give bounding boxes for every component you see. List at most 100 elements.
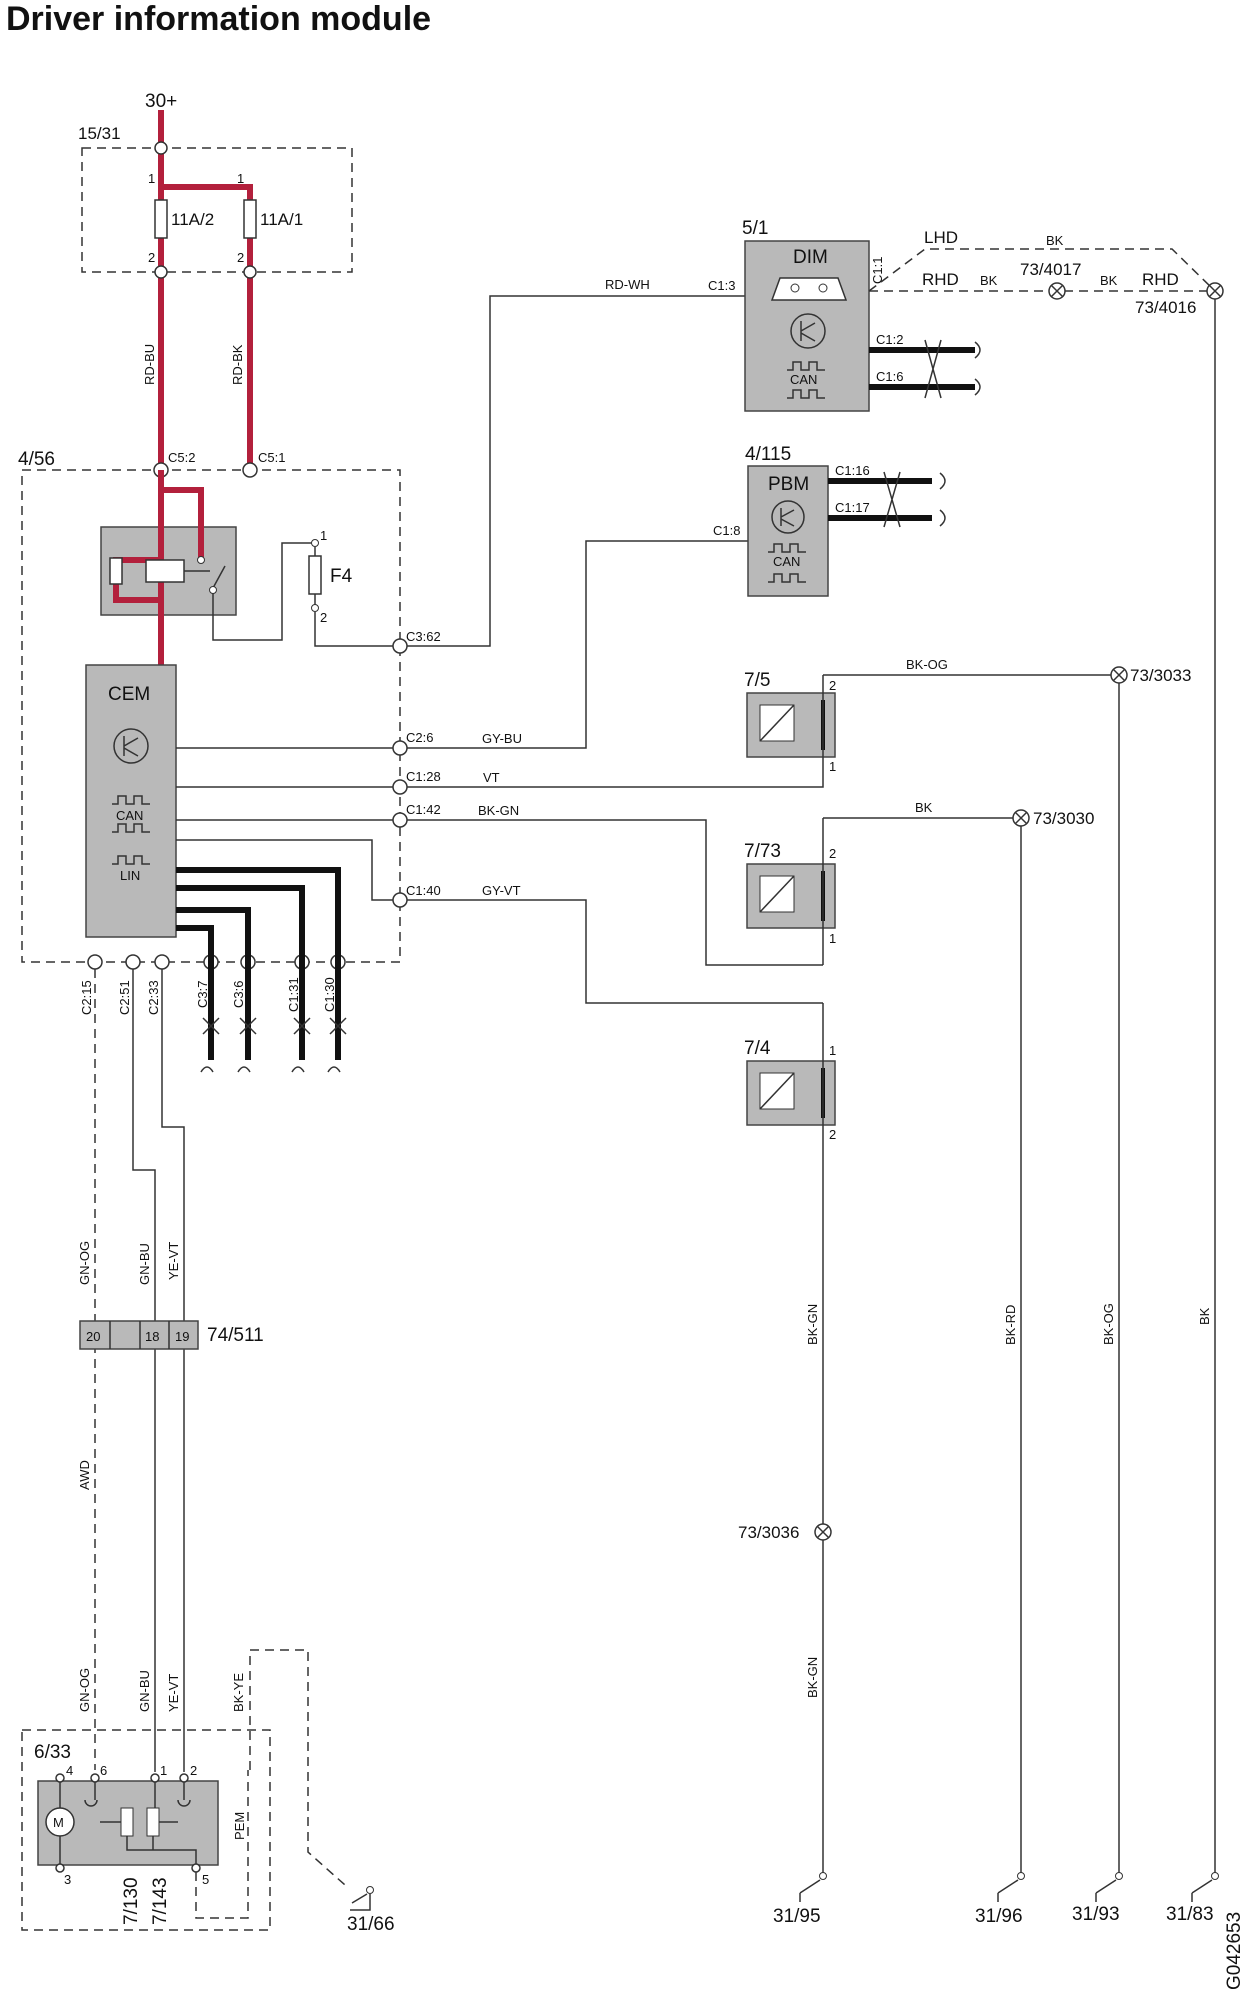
terminal [150,1773,160,1783]
pin-label: 2 [829,678,836,693]
cem-name: CEM [108,684,150,705]
wire-relay-f4 [212,542,315,641]
can-waveform-icon [112,823,150,833]
connector-block-74-511: 20 18 19 74/511 [79,1320,264,1350]
can-waveform-icon [768,573,806,583]
wire-label-rhd: RHD [1142,270,1179,289]
terminal-c5-1 [242,462,258,478]
connector-label: C3:6 [231,981,246,1008]
pin-label: 2 [148,250,155,265]
wire-label-vt: VT [483,770,500,785]
wire-bk-gn-7-73 [407,819,823,966]
wire-rd-bk-supply [161,184,253,470]
can-wire-c1-30 [176,867,341,1060]
terminal-c2-6 [392,740,408,756]
wire-label-gy-bu: GY-BU [482,731,522,746]
wire-label-rhd: RHD [922,270,959,289]
f4-contact [311,539,319,547]
terminal-c1-42 [392,812,408,828]
pin-label: 1 [829,759,836,774]
connector-label: C5:1 [258,450,285,465]
terminal [55,1863,65,1873]
relay-switch [212,565,226,589]
can-wire-c3-7 [176,925,214,1060]
pin-label: 1 [160,1763,167,1778]
can-waveform-icon [787,389,825,399]
cable-break-icon [200,1066,341,1073]
sensor-icon-diagonal [759,1072,795,1110]
terminal-c1-28 [392,779,408,795]
terminal-c2-51 [125,954,141,970]
connector-label: C1:3 [708,278,735,293]
figure-id: G042653 [1224,1912,1245,1990]
hall-sensor-icon [120,1807,134,1837]
splice-cross [1050,284,1064,298]
relay-contact [197,556,205,564]
wire-label-gy-vt: GY-VT [482,883,521,898]
ground-label: 31/96 [975,1906,1023,1927]
fuse-f4 [308,555,322,595]
splice-cross [1208,284,1222,298]
gauge-icon [818,283,828,293]
supply-label: 30+ [145,91,177,112]
pin-label: 5 [202,1872,209,1887]
connector-label: C5:2 [168,450,195,465]
splice-label: 73/3033 [1130,666,1191,685]
pin-label: 19 [175,1329,189,1344]
pem-section: 6/33 PEM 4 6 1 2 3 5 M 7/130 [21,1729,271,1931]
supply-section: 30+ 15/31 11A/2 11A/1 1 1 2 2 RD-BU RD-B… [78,91,353,470]
connector-label: C3:7 [195,981,210,1008]
pin-label: 1 [829,931,836,946]
wire-label-gn-og: GN-OG [77,1668,92,1712]
pem-part-label: 7/143 [150,1877,171,1925]
connector-label: C1:40 [406,883,441,898]
sensor-7-73: BK-GN 7/73 2 1 BK 73/3030 [407,800,1094,966]
gauge-icon [790,283,800,293]
pbm-can-label: CAN [773,554,800,569]
wire-label-bk-og: BK-OG [906,657,948,672]
connector-label: C2:33 [146,980,161,1015]
wire-label-bk-gn: BK-GN [805,1304,820,1345]
wire-label-rd-bu: RD-BU [142,344,157,385]
connector-label: C1:6 [876,369,903,384]
terminal [243,265,257,279]
splice-label: 73/3030 [1033,809,1094,828]
wire-label-bk-gn: BK-GN [478,803,519,818]
terminal [55,1773,65,1783]
fusebox-outline [81,147,353,273]
pem-part-label: 7/130 [121,1877,142,1925]
wire-label-lhd: LHD [924,228,958,247]
relay-coil [145,559,185,583]
terminal [90,1773,100,1783]
splice-cross [1014,811,1028,825]
cem-module-label: 4/56 [18,449,55,470]
connector-label: C1:16 [835,463,870,478]
cem-can-label: CAN [116,808,143,823]
terminal [154,141,168,155]
pem-internal-wiring [84,1782,197,1864]
wire-ye-vt [161,969,185,1772]
fuse-f4-label: F4 [330,566,353,587]
pbm-box [747,465,829,597]
pin-label: 3 [64,1872,71,1887]
ground-label: 31/66 [347,1914,395,1935]
pin-label: 6 [100,1763,107,1778]
fuse-b-label: 11A/1 [260,210,303,229]
cem-section: 4/56 C5:2 C5:1 F4 1 2 [18,449,441,1073]
dim-module-label: 5/1 [742,218,768,239]
twisted-pair-icon [202,1017,220,1035]
sensor-7-5: 7/5 2 1 BK-OG VT 73/3033 [407,657,1191,788]
pin-label: 1 [237,171,244,186]
connector-label: C1:42 [406,802,441,817]
connector-block-label: 74/511 [207,1325,264,1346]
pin-label: 2 [829,846,836,861]
dim-section: 5/1 DIM CAN C1:3 C1:1 C1:2 C1:6 LHD BK R… [708,218,1224,412]
sensor-7-4: GY-VT 7/4 1 2 BK-GN 73/3036 BK-GN [407,883,836,1876]
connector-label: C1:30 [322,977,337,1012]
pin-label: 2 [829,1127,836,1142]
terminal-c2-33 [154,954,170,970]
terminal-c2-15 [87,954,103,970]
ground-label: 31/83 [1166,1904,1214,1925]
transistor-icon [771,500,805,534]
transistor-symbol [123,736,139,757]
